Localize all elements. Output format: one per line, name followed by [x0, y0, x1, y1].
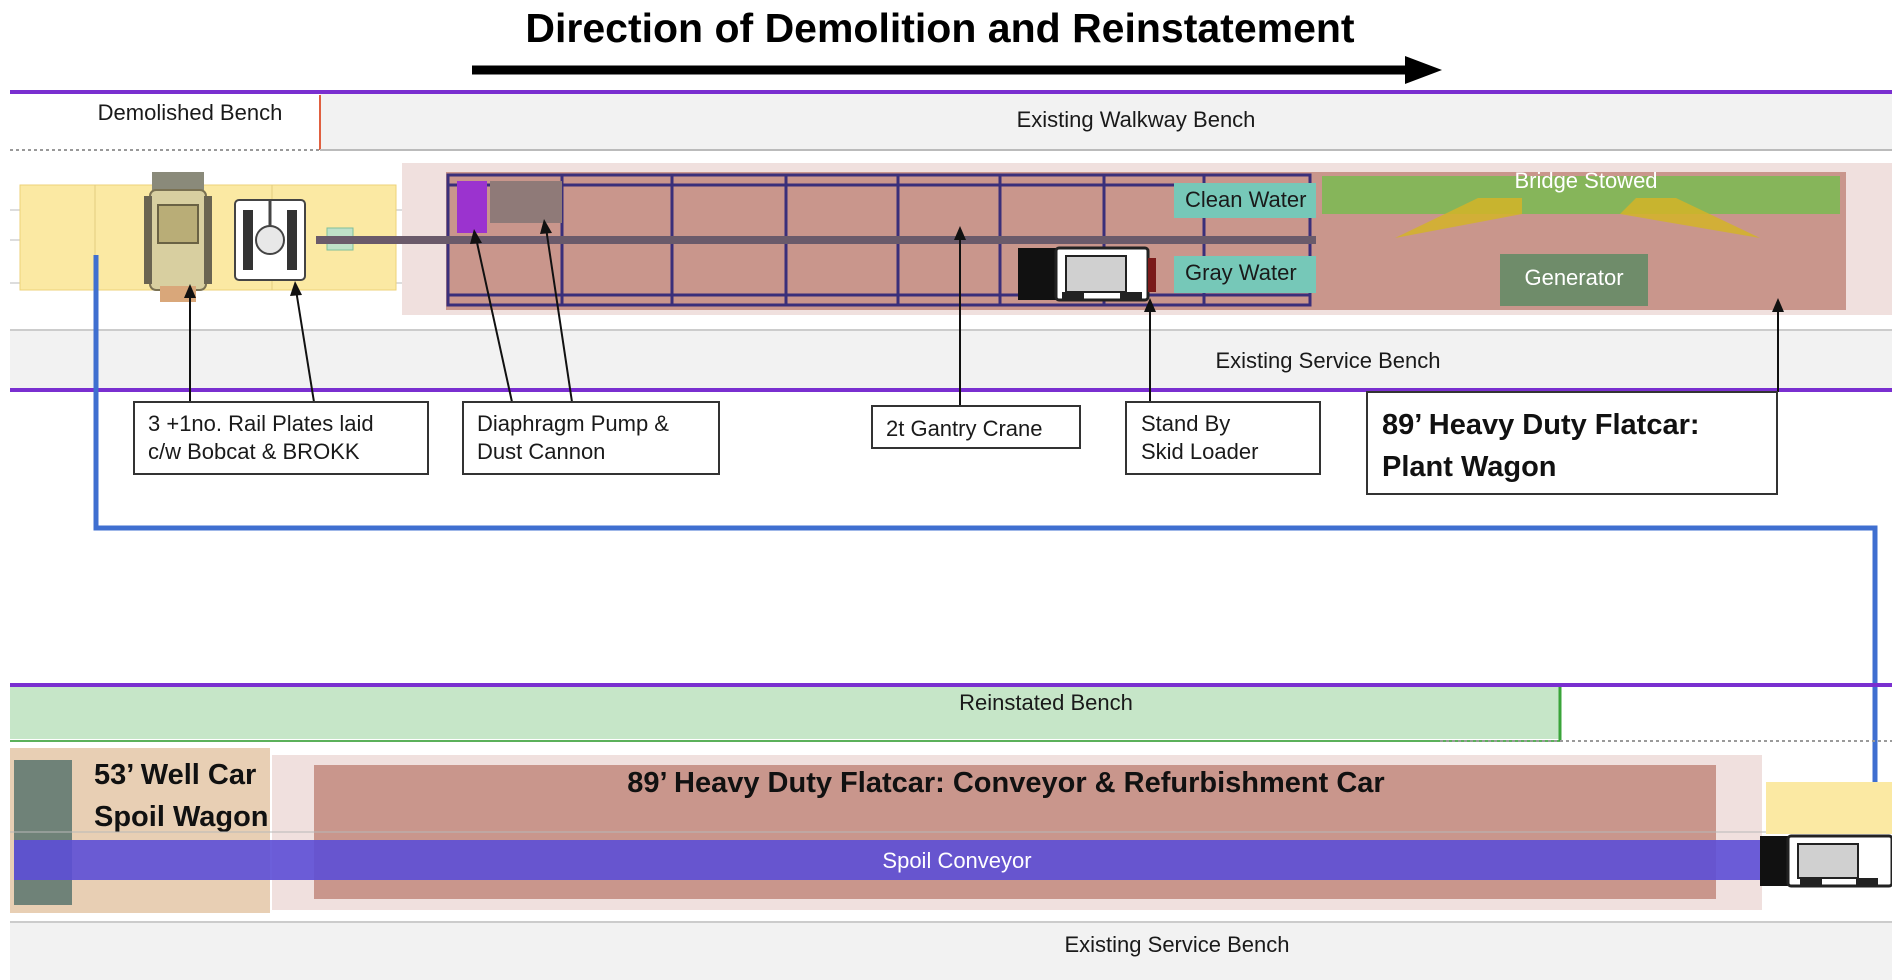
well-car-label-line2: Spoil Wagon [94, 801, 269, 833]
direction-arrow [472, 56, 1442, 84]
plant-wagon-callout [1366, 391, 1778, 495]
well-car-label-line1: 53’ Well Car [94, 759, 256, 791]
bridge-stowed-label: Bridge Stowed [1514, 168, 1657, 193]
bottom-right-pad [1766, 782, 1892, 834]
service-bench-area [10, 330, 1892, 390]
generator [1500, 254, 1648, 306]
skid-loader-callout [1125, 401, 1321, 475]
gantry-crane-beam [316, 236, 1316, 244]
pump-callout-line2: Dust Cannon [477, 439, 605, 464]
stowed-bridge [1322, 176, 1840, 214]
diagram-title: Direction of Demolition and Reinstatemen… [525, 5, 1355, 51]
gantry-crane-callout-text: 2t Gantry Crane [886, 416, 1043, 441]
plant-wagon-callout-line1: 89’ Heavy Duty Flatcar: [1382, 409, 1700, 441]
demolished-bench-area [10, 93, 320, 150]
gray-water-tank [1174, 256, 1316, 293]
walkway-bench-label: Existing Walkway Bench [1017, 107, 1256, 132]
bottom-track-section: Reinstated Bench Existing Service Bench … [10, 683, 1892, 980]
callouts: 3 +1no. Rail Plates laid c/w Bobcat & BR… [133, 219, 1784, 495]
rail-plates-callout-line2: c/w Bobcat & BROKK [148, 439, 360, 464]
dust-cannon [490, 181, 562, 223]
rail-plates-callout [133, 401, 429, 475]
service-bench-area-bottom [10, 922, 1892, 980]
skid-loader-icon-bottom [1760, 834, 1892, 888]
service-bench-label-top: Existing Service Bench [1216, 348, 1441, 373]
brokk-icon [234, 199, 306, 281]
walkway-bench-area [10, 93, 1892, 150]
rail-plates-callout-line1: 3 +1no. Rail Plates laid [148, 411, 374, 436]
spoil-conveyor [14, 840, 1774, 880]
top-track-section: Demolished Bench Existing Walkway Bench … [10, 90, 1892, 392]
spoil-conveyor-label: Spoil Conveyor [882, 848, 1031, 873]
service-bench-label-bottom: Existing Service Bench [1065, 932, 1290, 957]
reinstated-bench-label: Reinstated Bench [959, 690, 1133, 715]
conveyor-car-label: 89’ Heavy Duty Flatcar: Conveyor & Refur… [627, 767, 1384, 799]
clean-water-tank [1174, 183, 1316, 218]
bobcat-icon [144, 172, 212, 302]
pump-callout-line1: Diaphragm Pump & [477, 411, 669, 436]
pump-callout [462, 401, 720, 475]
gantry-crane-callout [871, 405, 1081, 449]
skid-loader-callout-line1: Stand By [1141, 411, 1230, 436]
gray-water-label: Gray Water [1185, 260, 1297, 285]
skid-loader-callout-line2: Skid Loader [1141, 439, 1258, 464]
diaphragm-pump [457, 181, 487, 233]
skid-loader-icon [1018, 246, 1156, 302]
plant-wagon-callout-line2: Plant Wagon [1382, 451, 1557, 483]
generator-label: Generator [1524, 265, 1623, 290]
reinstated-bench-area [10, 687, 1560, 739]
demolished-bench-label: Demolished Bench [98, 100, 283, 125]
clean-water-label: Clean Water [1185, 187, 1306, 212]
